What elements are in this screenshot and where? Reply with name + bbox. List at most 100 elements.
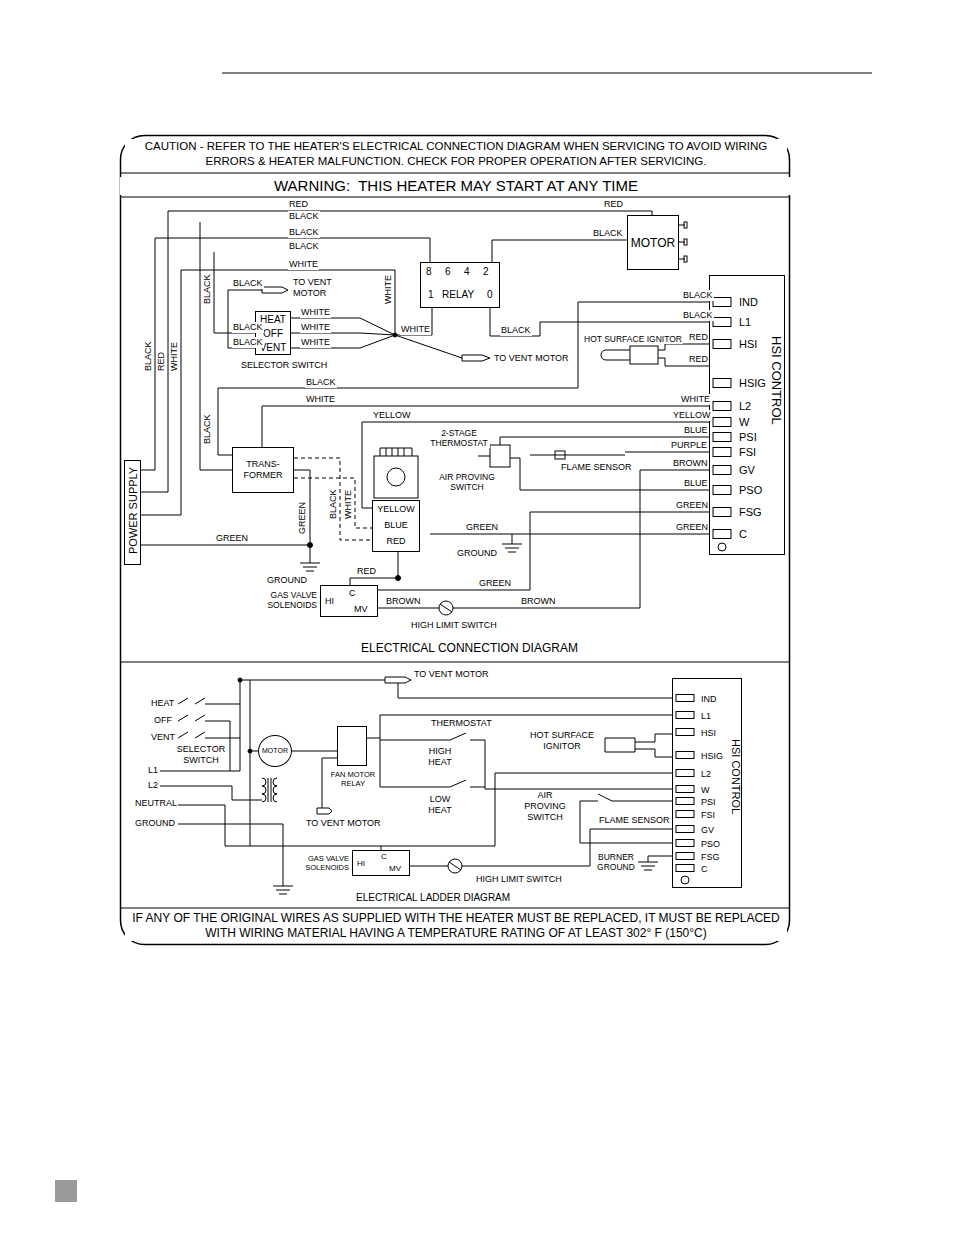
motor-terminals: [684, 256, 687, 262]
wire: [140, 211, 709, 608]
terminal-strip: [676, 786, 694, 793]
wire-connector: [362, 422, 709, 508]
wire-label: GREEN: [465, 522, 499, 533]
node-label: W: [739, 416, 749, 429]
junction-dot: [308, 543, 313, 548]
wire-color-label: BLACK: [592, 228, 624, 239]
wire-label: WHITE: [343, 489, 354, 520]
transformer-box: TRANS- FORMER: [232, 447, 294, 493]
motor-terminals: [684, 239, 687, 245]
wire: [200, 222, 232, 470]
ground-symbol: [638, 862, 658, 870]
node-label: FSG: [701, 852, 720, 863]
node-label: FSI: [701, 810, 715, 821]
connector-symbol: [262, 287, 288, 293]
ground-symbol: [273, 544, 658, 894]
node-label: L2: [701, 769, 711, 780]
terminal-strip: [676, 840, 694, 847]
junction-dot: [238, 333, 401, 753]
node-label: FSG: [739, 506, 762, 519]
node-label: HSIG: [739, 377, 766, 390]
gas-valve-box: GAS VALVE SOLENOIDSHICMV: [352, 850, 410, 876]
wire: [395, 308, 432, 335]
node-label: 0: [487, 289, 493, 301]
node-label: IND: [701, 694, 717, 705]
wire-label: LOW HEAT: [425, 794, 455, 816]
thermostat-body: [374, 456, 418, 498]
wire-label: GROUND: [266, 575, 308, 586]
wire-label: BLACK: [682, 290, 714, 301]
wire-label: BLACK: [328, 488, 339, 520]
node-label: 8: [426, 266, 432, 278]
wire-label: THERMOSTAT: [430, 718, 493, 729]
wiring-note: IF ANY OF THE ORIGINAL WIRES AS SUPPLIED…: [125, 911, 787, 941]
wire-label: BLACK: [232, 322, 264, 333]
node-label: RED: [386, 536, 405, 547]
node-label: C: [701, 864, 708, 875]
wire: [291, 333, 395, 335]
node-label: POWER SUPPLY: [127, 467, 140, 554]
wire-label: HIGH LIMIT SWITCH: [410, 620, 498, 631]
terminal-strip: [713, 418, 731, 427]
terminal-strip: [713, 433, 731, 442]
node-label: PSO: [739, 484, 762, 497]
wire-label: VENT: [150, 732, 176, 743]
wire-label: YELLOW: [672, 410, 712, 421]
connector-symbol: [317, 808, 332, 814]
ladder-wire: [178, 773, 672, 846]
ladder-wire: [240, 680, 241, 771]
terminal-strip: [676, 811, 694, 818]
wire-connector: [350, 552, 398, 585]
wire: [214, 252, 255, 333]
wire-label: BLACK: [305, 377, 337, 388]
ladder-wire: [250, 680, 251, 846]
wire-label: RED: [688, 354, 709, 365]
wire: [140, 270, 395, 515]
terminal-strip: [676, 826, 694, 833]
wire-label: PURPLE: [670, 440, 708, 451]
ladder-wire: [262, 778, 277, 802]
node-label: L1: [739, 316, 751, 329]
connector-symbol: [462, 355, 490, 361]
wire-label: BLACK: [288, 227, 320, 238]
page-rule: [55, 1180, 77, 1202]
wire: [430, 534, 709, 535]
thermostat-body: [380, 448, 412, 456]
wire: [294, 470, 310, 563]
wire-label: RED: [156, 351, 167, 372]
wire: [294, 458, 372, 540]
node-label: HI: [357, 859, 365, 869]
wire: [625, 452, 709, 453]
node-label: GAS VALVE SOLENOIDS: [267, 590, 317, 610]
wire-label: GREEN: [675, 522, 709, 533]
wire-label: BLACK: [232, 337, 264, 348]
node-label: HSI CONTROL: [768, 336, 784, 425]
ignitor-symbol: [601, 350, 630, 360]
page-rule: [222, 73, 872, 74]
node-label: 6: [445, 266, 451, 278]
terminal-strip: [676, 798, 694, 805]
node-label: FAN MOTOR RELAY: [330, 770, 376, 788]
wire-label: BLACK: [500, 325, 532, 336]
terminal-strip: [676, 770, 694, 777]
node-label: MV: [354, 604, 368, 615]
wire-label: BROWN: [520, 596, 557, 607]
wire-label: HIGH LIMIT SWITCH: [475, 874, 563, 885]
warning-banner: WARNING: THIS HEATER MAY START AT ANY TI…: [120, 177, 792, 195]
node-label: C: [739, 528, 747, 541]
wire-label: AIR PROVING SWITCH: [522, 790, 568, 823]
wire-label: WHITE: [169, 341, 180, 372]
air-proving-switch-symbol: [478, 445, 510, 467]
wire-label: BLUE: [683, 425, 709, 436]
wire: [291, 318, 395, 335]
wire-label: GREEN: [215, 533, 249, 544]
ignitor-symbol: [630, 346, 658, 364]
node-label: C: [381, 852, 387, 862]
node-label: TRANS- FORMER: [236, 459, 290, 481]
wire-label: AIR PROVING SWITCH: [436, 472, 498, 492]
ladder-wire: [635, 734, 672, 757]
wire-label: WHITE: [383, 274, 394, 305]
wire-label: RED: [288, 199, 309, 210]
terminal-strip: [676, 752, 694, 759]
wire: [140, 545, 310, 546]
